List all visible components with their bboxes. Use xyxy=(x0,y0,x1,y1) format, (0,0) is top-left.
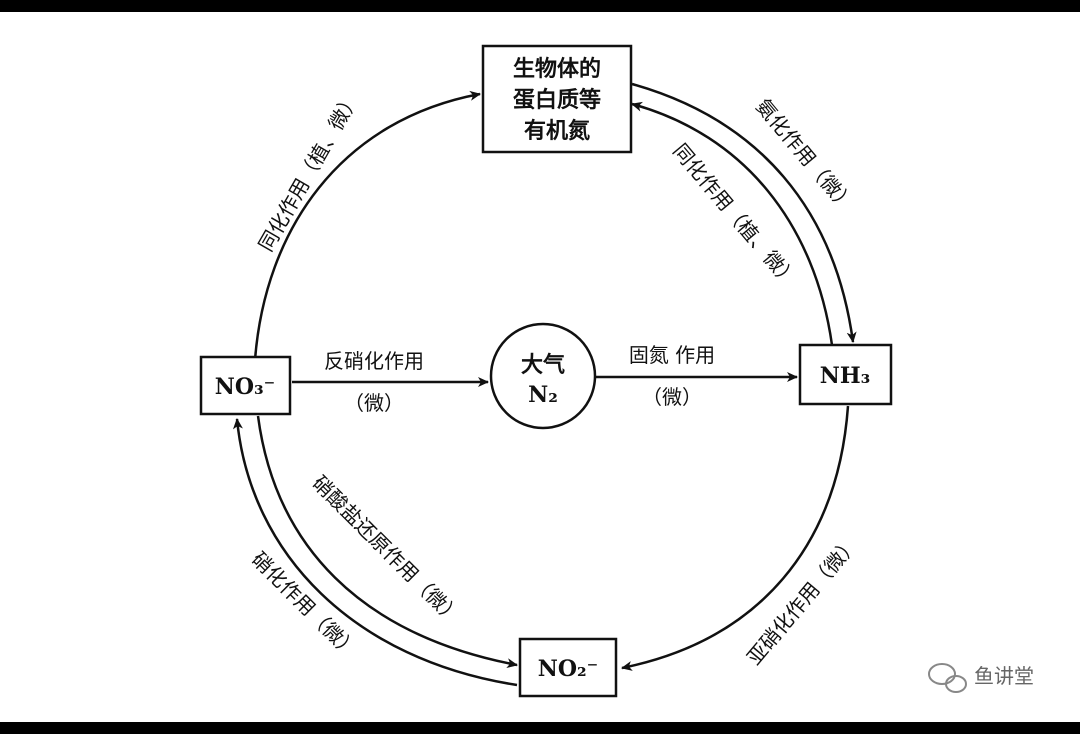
label-nitrification: 硝化作用（微） xyxy=(247,547,363,663)
node-nitrite: NO₂⁻ xyxy=(518,637,618,698)
organic-n-line-3: 有机氮 xyxy=(524,118,590,144)
nitrate-label: NO₃⁻ xyxy=(215,374,276,400)
atmosphere-label: 大气 xyxy=(521,352,565,378)
arrow-nitrification xyxy=(232,418,518,687)
node-organic-nitrogen: 生物体的 蛋白质等 有机氮 xyxy=(481,44,633,154)
node-nitrate: NO₃⁻ xyxy=(199,355,292,416)
nitrogen-cycle-diagram: 生物体的 蛋白质等 有机氮 NO₃⁻ 大气 N₂ NH₃ NO₂⁻ 同化作用（植… xyxy=(199,44,1034,698)
label-denitrification: 反硝化作用 xyxy=(324,349,424,373)
arrow-assimilation-left xyxy=(253,90,481,361)
label-nitrate-reduction: 硝酸盐还原作用（微） xyxy=(308,471,466,629)
label-fixation: 固氮 作用 xyxy=(629,343,715,367)
wechat-icon xyxy=(928,663,967,693)
watermark-text: 鱼讲堂 xyxy=(974,664,1034,688)
organic-n-line-1: 生物体的 xyxy=(513,56,601,82)
label-denitrification-sub: （微） xyxy=(344,391,404,415)
n2-label: N₂ xyxy=(528,382,558,408)
watermark: 鱼讲堂 xyxy=(928,663,1034,693)
label-fixation-sub: （微） xyxy=(642,385,702,409)
node-ammonia: NH₃ xyxy=(798,343,893,406)
arrow-nitrate-reduction xyxy=(256,415,518,669)
arrow-ammonification xyxy=(631,82,857,343)
label-assimilation-right: 同化作用（植、微） xyxy=(668,139,802,292)
diagram-canvas: 生物体的 蛋白质等 有机氮 NO₃⁻ 大气 N₂ NH₃ NO₂⁻ 同化作用（植… xyxy=(0,12,1080,722)
arrow-nitrosation xyxy=(621,405,850,671)
node-atmosphere-n2: 大气 N₂ xyxy=(489,322,597,430)
organic-n-line-2: 蛋白质等 xyxy=(513,87,601,113)
nitrite-label: NO₂⁻ xyxy=(538,656,599,682)
ammonia-label: NH₃ xyxy=(820,363,871,389)
label-ammonification: 氨化作用（微） xyxy=(751,94,859,217)
arrow-assimilation-right xyxy=(631,101,834,346)
label-assimilation-left: 同化作用（植、微） xyxy=(254,88,365,256)
